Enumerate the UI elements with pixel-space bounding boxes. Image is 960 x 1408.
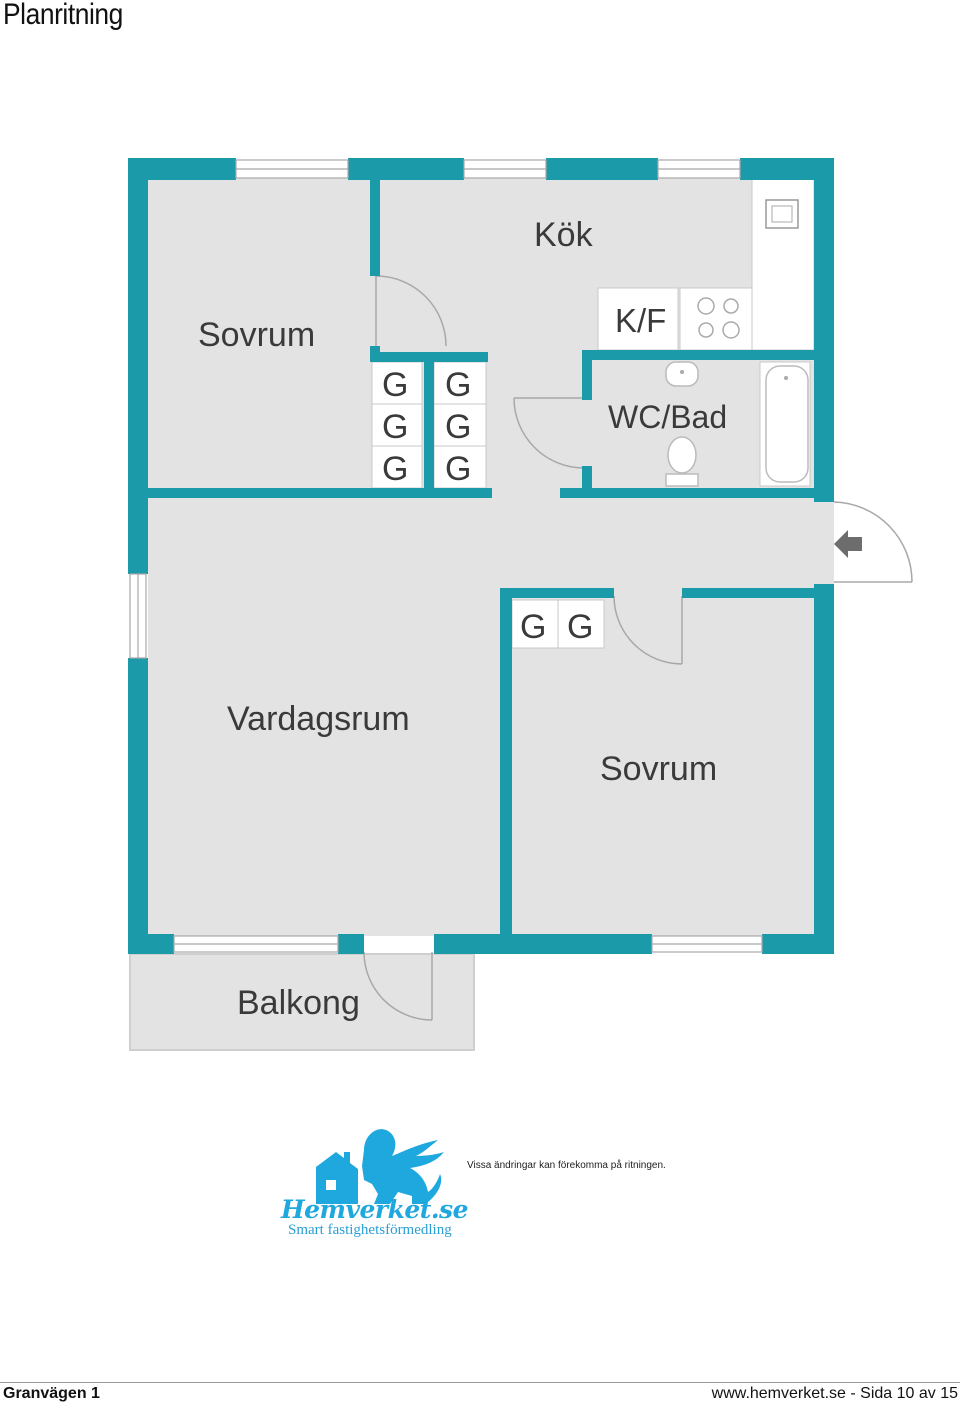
closet-label: G bbox=[520, 608, 546, 646]
brand-logo-text: Hemverket.se bbox=[281, 1195, 469, 1224]
closet-label: G bbox=[382, 408, 408, 446]
brand-tagline: Smart fastighetsförmedling bbox=[288, 1222, 452, 1238]
closet-label: G bbox=[382, 450, 408, 488]
room-label-balcony: Balkong bbox=[237, 984, 360, 1022]
floor-plan: Sovrum Kök K/F WC/Bad Vardagsrum Sovrum … bbox=[128, 158, 913, 1051]
floorplan-disclaimer: Vissa ändringar kan förekomma på ritning… bbox=[467, 1160, 666, 1171]
sink-icon bbox=[765, 199, 799, 229]
closet-label: G bbox=[445, 450, 471, 488]
room-label-fridge-freezer: K/F bbox=[615, 302, 666, 339]
closet-label: G bbox=[445, 366, 471, 404]
closet-label: G bbox=[445, 408, 471, 446]
footer-page-info: www.hemverket.se - Sida 10 av 15 bbox=[711, 1385, 958, 1402]
footer-address: Granvägen 1 bbox=[3, 1385, 100, 1402]
footer-divider bbox=[0, 1382, 960, 1383]
closet-label: G bbox=[382, 366, 408, 404]
room-label-kitchen: Kök bbox=[534, 216, 594, 254]
closet-labels: G G G G G G G G bbox=[382, 366, 593, 646]
door-swings bbox=[363, 275, 913, 1021]
brand-logo-icon bbox=[316, 1129, 444, 1204]
room-label-bathroom: WC/Bad bbox=[608, 399, 727, 435]
room-label-living-room: Vardagsrum bbox=[227, 700, 410, 738]
stove-icon bbox=[679, 287, 753, 351]
room-label-bedroom-2: Sovrum bbox=[600, 750, 717, 788]
windows bbox=[129, 159, 763, 953]
closet-label: G bbox=[567, 608, 593, 646]
room-label-bedroom-1: Sovrum bbox=[198, 316, 315, 354]
entrance-arrow-icon bbox=[834, 530, 862, 558]
washbasin-icon bbox=[665, 361, 699, 387]
toilet-icon bbox=[665, 436, 699, 487]
walls bbox=[128, 158, 834, 954]
page-title: Planritning bbox=[3, 0, 123, 31]
